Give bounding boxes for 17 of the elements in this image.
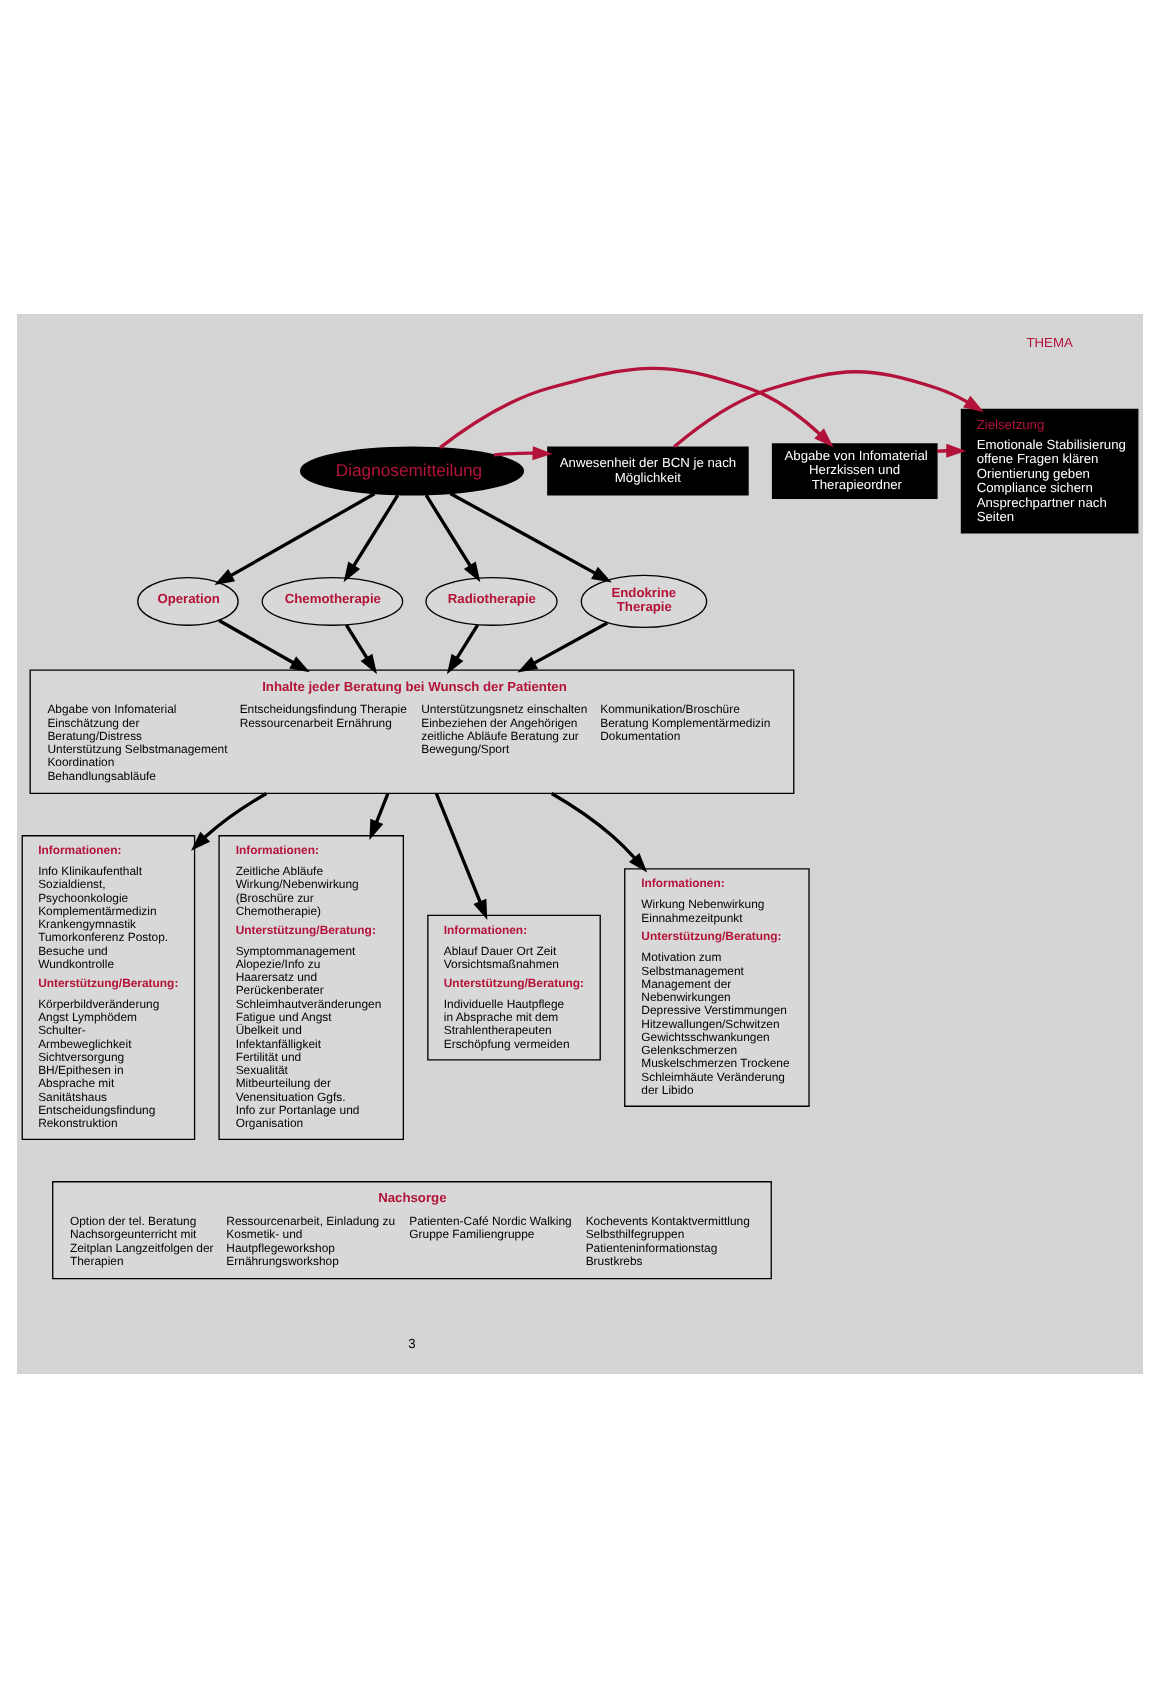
arrow [434, 792, 488, 919]
arrow [344, 623, 377, 674]
arrow [191, 791, 268, 850]
arrow [343, 493, 400, 582]
arrow [439, 365, 834, 448]
arrow [446, 623, 480, 674]
arrow [517, 620, 608, 672]
arrow [493, 445, 553, 460]
arrow [673, 369, 984, 448]
arrow [424, 493, 481, 582]
arrow [369, 792, 390, 839]
arrow [449, 491, 612, 582]
arrow [550, 791, 648, 872]
arrow [218, 618, 311, 672]
arrow [214, 491, 376, 585]
arrow [936, 442, 967, 457]
node-ellipse: Diagnosemitteilung [299, 445, 525, 495]
